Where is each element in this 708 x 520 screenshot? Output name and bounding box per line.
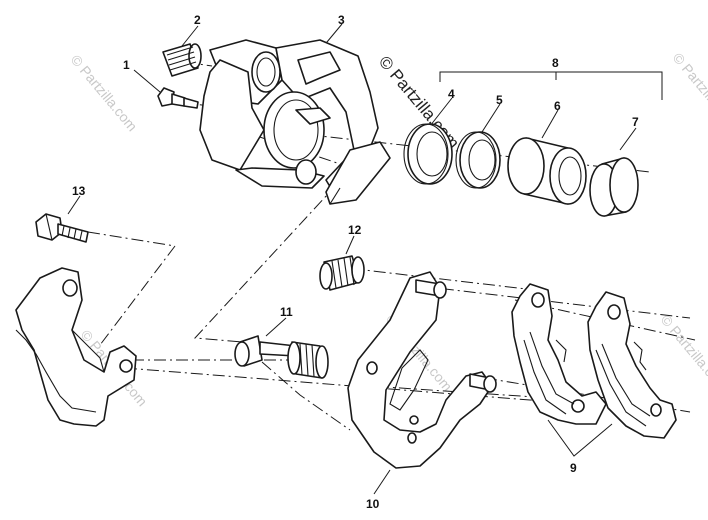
callout-labels: 1 2 3 4 5 6 7 8 9 10 11 12 13 [72,13,639,511]
callout-11: 11 [280,305,293,319]
bleeder-valve-part [157,87,199,109]
caliper-bracket-plate-part [347,271,497,469]
watermark-faint-right-bottom: © Partzilla.com [658,312,708,395]
mounting-bracket-part [15,267,137,427]
callout-4: 4 [448,87,455,101]
callout-6: 6 [554,99,561,113]
callout-12: 12 [348,223,362,237]
callout-3: 3 [338,13,345,27]
piston-cap-part [589,157,639,217]
callout-13: 13 [72,184,86,198]
callout-1: 1 [123,58,130,72]
callout-8-bracket [439,71,663,100]
callout-10: 10 [366,497,380,511]
leader-lines [67,23,637,495]
callout-8: 8 [552,56,559,70]
callout-5: 5 [496,93,503,107]
piston-part [507,137,587,205]
dust-seal-part [455,131,501,189]
watermark-faint-right-top: © Partzilla.com [670,50,708,133]
callout-7: 7 [632,115,639,129]
caliper-body-part [199,39,391,205]
bolt-part [35,213,89,243]
slide-pin-part [234,335,329,379]
bleeder-cap-part [162,43,202,77]
seal-ring-part [403,123,453,185]
callout-2: 2 [194,13,201,27]
callout-9: 9 [570,461,577,475]
rubber-boot-part [319,255,365,291]
callout-9-bracket [547,419,613,457]
brake-pads-part [511,283,677,439]
